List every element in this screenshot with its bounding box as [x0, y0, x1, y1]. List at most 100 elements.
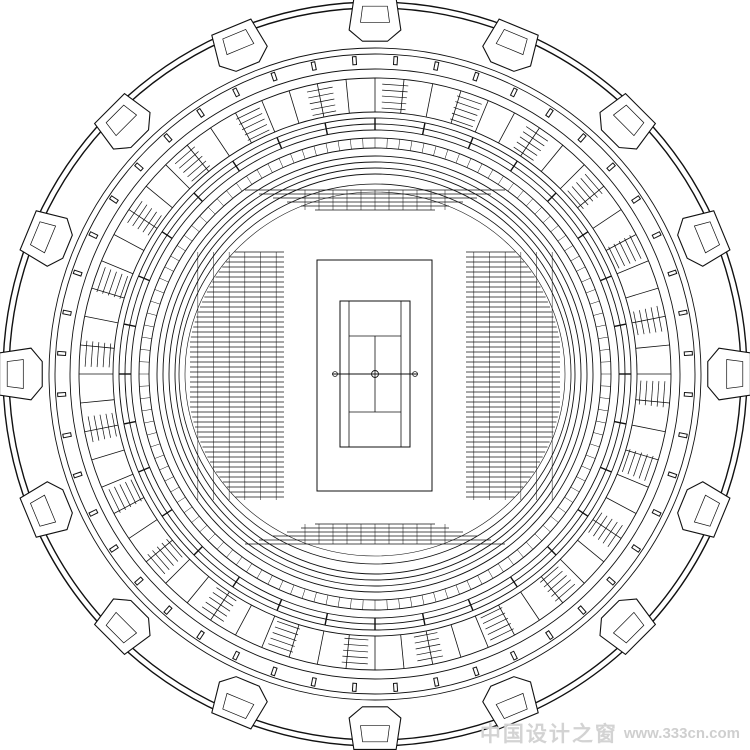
ring-tick [313, 145, 317, 156]
column [138, 466, 150, 473]
column [421, 122, 426, 135]
column [123, 420, 136, 425]
wall-slot [108, 195, 119, 204]
column [276, 599, 283, 611]
ring-tick [236, 182, 243, 192]
wall-slot [351, 56, 358, 66]
wall-slot [232, 650, 241, 661]
stair-tread [607, 525, 623, 548]
stair-tread [309, 98, 335, 105]
stair-tread [152, 550, 170, 570]
bay-divider [520, 591, 540, 621]
stair-tread [624, 238, 636, 262]
stair-tread [588, 512, 603, 533]
bay-divider [80, 344, 115, 349]
ring-tick [154, 454, 165, 459]
stair-tread [174, 146, 196, 165]
column [161, 508, 173, 517]
wall-slot [88, 508, 99, 517]
ring-tick [497, 175, 504, 185]
ring-tick [362, 599, 364, 610]
stair-tread [241, 118, 265, 131]
pier-inner [222, 29, 255, 56]
ring-tick [598, 336, 609, 339]
wall-slot [577, 133, 587, 143]
stair-tread [540, 566, 559, 583]
bay-divider [345, 79, 350, 114]
stair-tread [618, 240, 631, 264]
column [509, 160, 518, 172]
column [467, 137, 474, 149]
ring-tick [421, 143, 425, 153]
pier-inner [495, 29, 528, 56]
bay-divider [625, 449, 659, 461]
ring-tick [226, 190, 233, 199]
ring-tick [216, 198, 224, 207]
stair-tread [130, 479, 142, 502]
ring-tick [164, 476, 174, 482]
bay-divider [288, 90, 300, 124]
ring-tick [191, 516, 200, 523]
ring-tick [410, 597, 413, 608]
wall-slot [651, 231, 662, 240]
bay-divider [345, 634, 350, 669]
bay-divider [261, 615, 276, 648]
ring-tick [576, 476, 586, 482]
ring-tick [313, 592, 317, 603]
ring-tick [267, 575, 273, 585]
stair-tread [142, 211, 157, 233]
ring-tick [170, 255, 180, 262]
bay-divider [540, 576, 564, 604]
column [614, 323, 627, 328]
wall-slot [351, 682, 358, 692]
ring [168, 167, 582, 581]
net-post-right [412, 371, 418, 377]
ring-tick [398, 598, 400, 609]
pier-inner [360, 5, 390, 23]
stair-tread [132, 204, 148, 227]
stair-tread [274, 626, 299, 636]
ring-tick [444, 149, 449, 160]
ring-tick [226, 549, 233, 558]
stair-tread [311, 104, 336, 110]
stair-tread [584, 173, 603, 195]
stair-tread [102, 269, 112, 294]
ring-tick [534, 206, 543, 215]
ring-tick [337, 597, 340, 608]
stair-tread [656, 381, 660, 407]
ring-tick [144, 420, 154, 424]
ring-tick [176, 245, 186, 252]
stair-tread [382, 83, 409, 87]
bay-divider [474, 100, 489, 133]
stair-tread [638, 380, 642, 405]
ring-tick [350, 139, 352, 150]
ring-tick [141, 409, 152, 412]
wall-slot [134, 576, 144, 586]
ring-tick [256, 569, 263, 579]
stair-tread [456, 95, 482, 105]
stair-tread [644, 308, 651, 334]
stair-tread [187, 160, 207, 178]
bay-divider [450, 90, 462, 124]
ring-tick [386, 138, 388, 149]
pier-inner [726, 359, 744, 389]
bay-divider [498, 112, 515, 144]
ring-tick [246, 175, 253, 185]
column [421, 613, 426, 626]
stair-tread [119, 276, 128, 299]
stair-tread [201, 606, 224, 622]
wall-slot [232, 87, 241, 98]
ring-tick [517, 549, 524, 558]
stair-tread [639, 310, 645, 335]
bay-divider [84, 315, 119, 324]
pier-inner [105, 611, 138, 644]
stair-tread [638, 454, 648, 479]
ring-tick [150, 300, 161, 305]
stair-tread [580, 178, 598, 198]
stair-tread [487, 623, 511, 635]
ring [156, 155, 594, 593]
stair-tread [166, 539, 183, 558]
stair-tread [608, 246, 620, 269]
stair-tread [417, 655, 444, 662]
